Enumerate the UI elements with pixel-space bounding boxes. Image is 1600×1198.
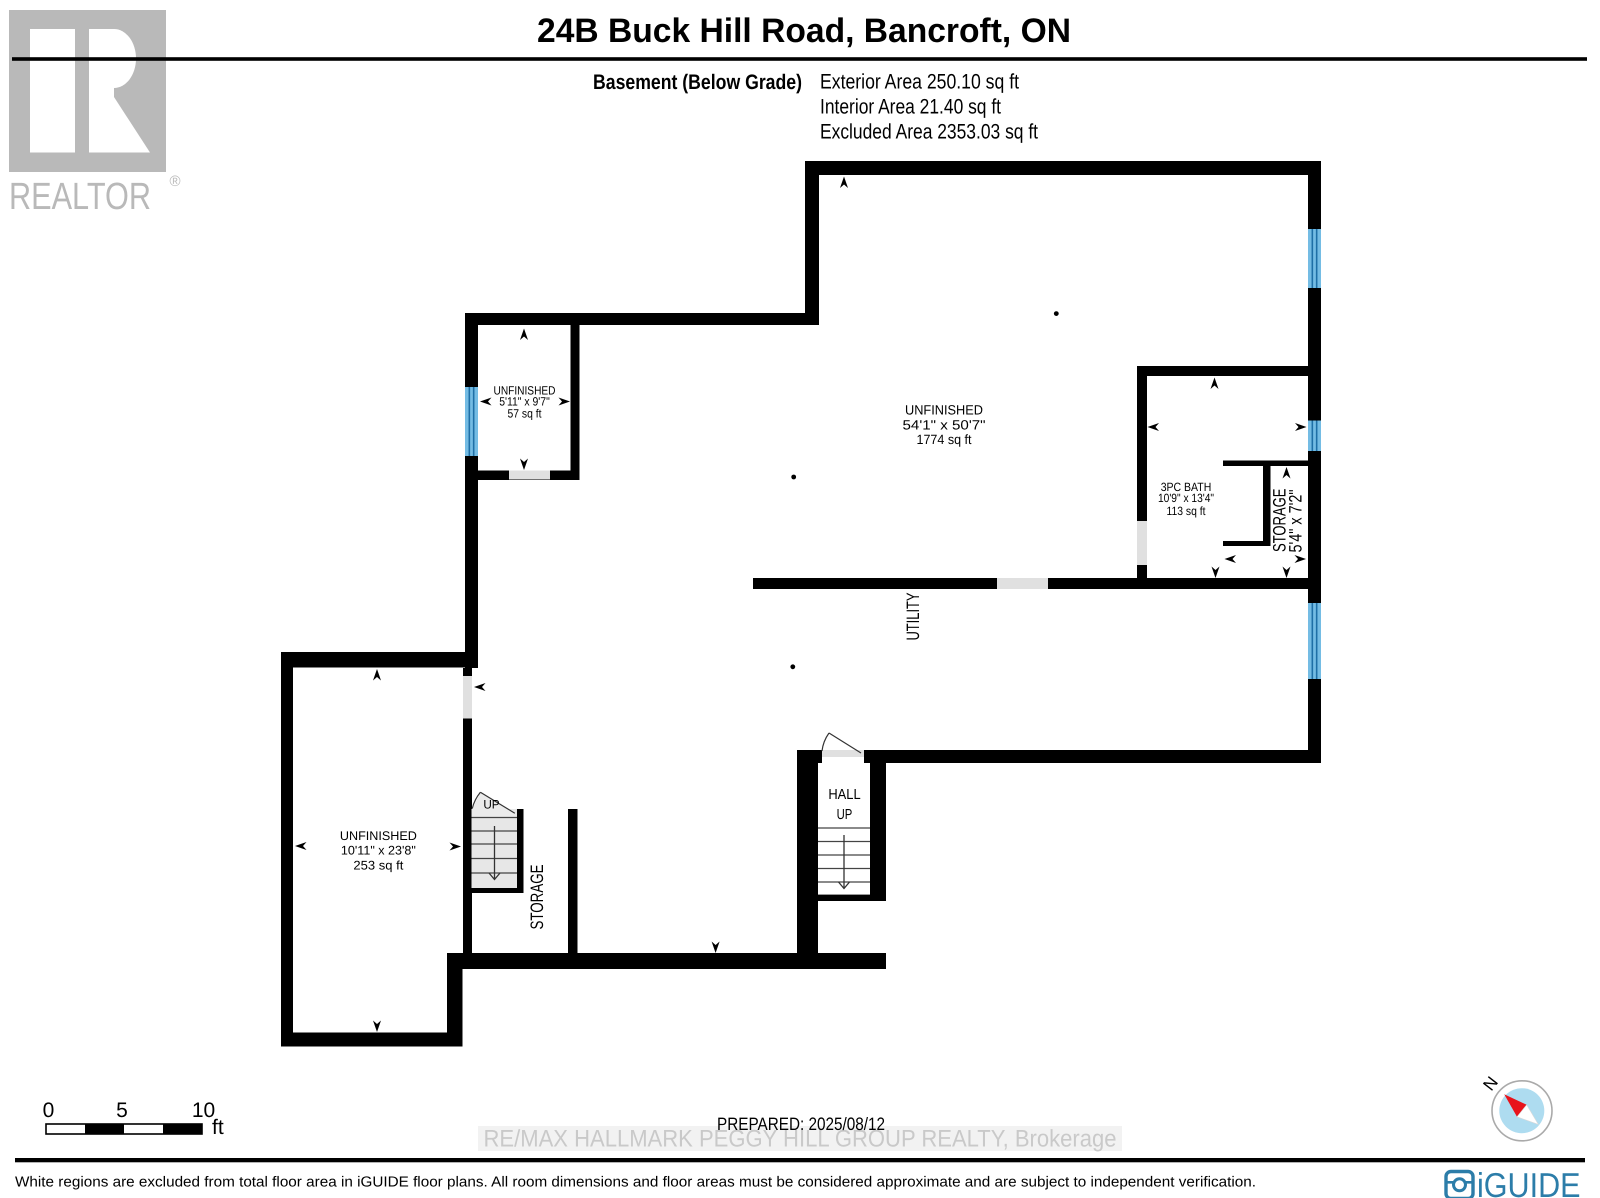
svg-text:5'11" x 9'7": 5'11" x 9'7"	[499, 395, 550, 409]
svg-text:24B Buck Hill Road, Bancroft,: 24B Buck Hill Road, Bancroft, ON	[537, 12, 1071, 50]
svg-text:HALL: HALL	[828, 787, 860, 803]
svg-text:5: 5	[116, 1099, 128, 1122]
svg-text:UP: UP	[483, 798, 499, 812]
svg-text:RE/MAX HALLMARK PEGGY HILL GRO: RE/MAX HALLMARK PEGGY HILL GROUP REALTY,…	[484, 1126, 1117, 1153]
svg-text:White regions are excluded fro: White regions are excluded from total fl…	[15, 1174, 1256, 1190]
svg-text:Interior Area 21.40 sq ft: Interior Area 21.40 sq ft	[820, 96, 1001, 119]
svg-text:10: 10	[192, 1099, 215, 1122]
svg-text:Exterior Area 250.10 sq ft: Exterior Area 250.10 sq ft	[820, 71, 1019, 94]
svg-text:253 sq ft: 253 sq ft	[353, 859, 404, 873]
svg-text:REALTOR: REALTOR	[9, 176, 151, 218]
svg-text:113 sq ft: 113 sq ft	[1167, 504, 1207, 518]
svg-text:Excluded Area 2353.03 sq ft: Excluded Area 2353.03 sq ft	[820, 121, 1038, 144]
svg-text:UNFINISHED: UNFINISHED	[494, 383, 556, 397]
svg-text:STORAGE: STORAGE	[1270, 489, 1290, 553]
svg-text:iGUIDE: iGUIDE	[1477, 1167, 1581, 1198]
svg-text:UP: UP	[837, 807, 853, 823]
svg-text:1774 sq ft: 1774 sq ft	[917, 432, 972, 447]
svg-text:54'1" x 50'7": 54'1" x 50'7"	[903, 418, 986, 433]
svg-text:10'11" x 23'8": 10'11" x 23'8"	[341, 844, 416, 858]
svg-text:UNFINISHED: UNFINISHED	[905, 403, 983, 418]
svg-text:5'4" x 7'2": 5'4" x 7'2"	[1286, 490, 1306, 553]
svg-text:0: 0	[43, 1099, 55, 1122]
svg-text:®: ®	[169, 173, 180, 190]
svg-text:ft: ft	[212, 1116, 224, 1139]
svg-text:57 sq ft: 57 sq ft	[508, 406, 543, 420]
svg-text:PREPARED: 2025/08/12: PREPARED: 2025/08/12	[717, 1114, 885, 1134]
svg-text:3PC BATH: 3PC BATH	[1161, 480, 1212, 494]
svg-text:UTILITY: UTILITY	[903, 593, 923, 641]
svg-text:10'9" x 13'4": 10'9" x 13'4"	[1158, 491, 1214, 505]
svg-text:STORAGE: STORAGE	[527, 865, 547, 930]
svg-text:Basement (Below Grade): Basement (Below Grade)	[593, 71, 802, 94]
svg-text:UNFINISHED: UNFINISHED	[340, 829, 417, 843]
